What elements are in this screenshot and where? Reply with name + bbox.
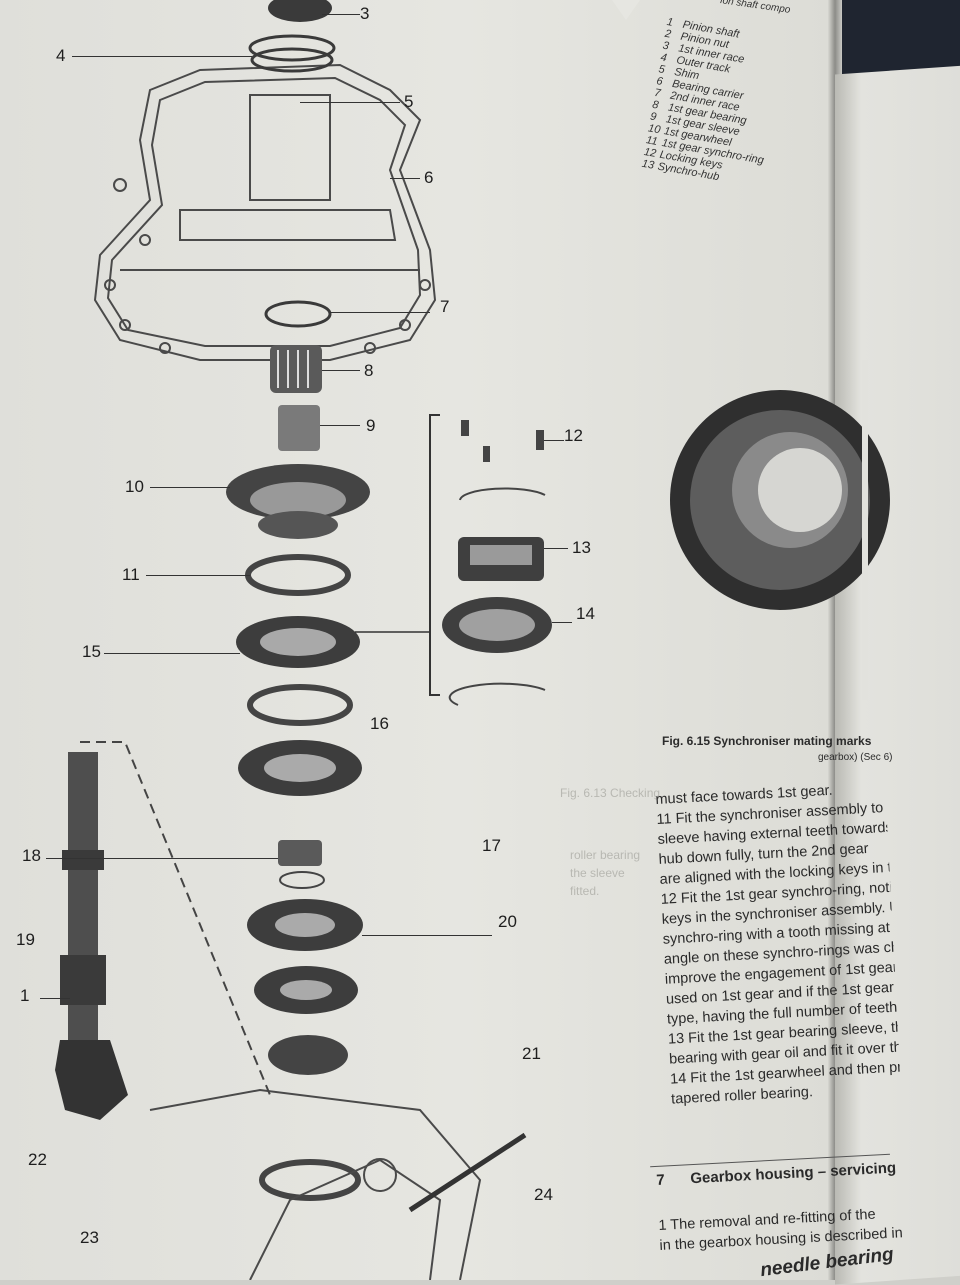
leader-line <box>320 425 360 426</box>
ghost-text: fitted. <box>570 884 600 898</box>
part-label: 13 <box>572 538 591 557</box>
part-label: 15 <box>82 642 101 661</box>
part-label: 1 <box>20 986 30 1005</box>
leader-line <box>544 440 564 441</box>
figure-caption-sub: gearbox) (Sec 6) <box>818 752 893 763</box>
part-label: 16 <box>370 714 389 733</box>
part-label: 3 <box>360 4 370 23</box>
leader-line <box>150 487 230 488</box>
arrow-marker-icon <box>612 0 640 20</box>
part-label: 24 <box>534 1185 553 1204</box>
part-label: 7 <box>440 297 450 316</box>
leader-line <box>362 935 492 936</box>
leader-line <box>300 102 400 103</box>
part-label: 21 <box>522 1044 541 1063</box>
part-label: 22 <box>28 1150 47 1169</box>
ghost-text: Fig. 6.13 Checking <box>560 786 661 800</box>
section-number: 7 <box>656 1171 666 1189</box>
part-label: 20 <box>498 912 517 931</box>
part-label: 17 <box>482 836 501 855</box>
part-label: 19 <box>16 930 35 949</box>
leader-line <box>104 653 240 654</box>
part-label: 23 <box>80 1228 99 1247</box>
leader-line <box>390 178 420 179</box>
leader-line <box>322 14 360 15</box>
ghost-text: roller bearing <box>570 848 641 862</box>
part-label: 12 <box>564 426 583 445</box>
part-label: 5 <box>404 92 414 111</box>
leader-line <box>330 312 430 313</box>
body-text: must face towards 1st gear. 11 Fit the s… <box>655 778 901 1110</box>
part-label: 10 <box>125 477 144 496</box>
leader-line <box>322 370 360 371</box>
leader-line <box>40 998 70 999</box>
leader-line <box>146 575 250 576</box>
leader-line <box>552 622 572 623</box>
part-label: 4 <box>56 46 66 65</box>
leader-line <box>46 858 278 859</box>
leader-line <box>544 548 568 549</box>
figure-caption: Fig. 6.15 Synchroniser mating marks <box>662 734 872 748</box>
leader-line <box>72 56 252 57</box>
left-page <box>0 0 840 1280</box>
part-label: 14 <box>576 604 595 623</box>
part-label: 8 <box>364 361 374 380</box>
part-label: 6 <box>424 168 434 187</box>
part-label: 18 <box>22 846 41 865</box>
part-label: 9 <box>366 416 376 435</box>
ghost-text: the sleeve <box>570 866 625 880</box>
part-label: 11 <box>122 565 140 584</box>
